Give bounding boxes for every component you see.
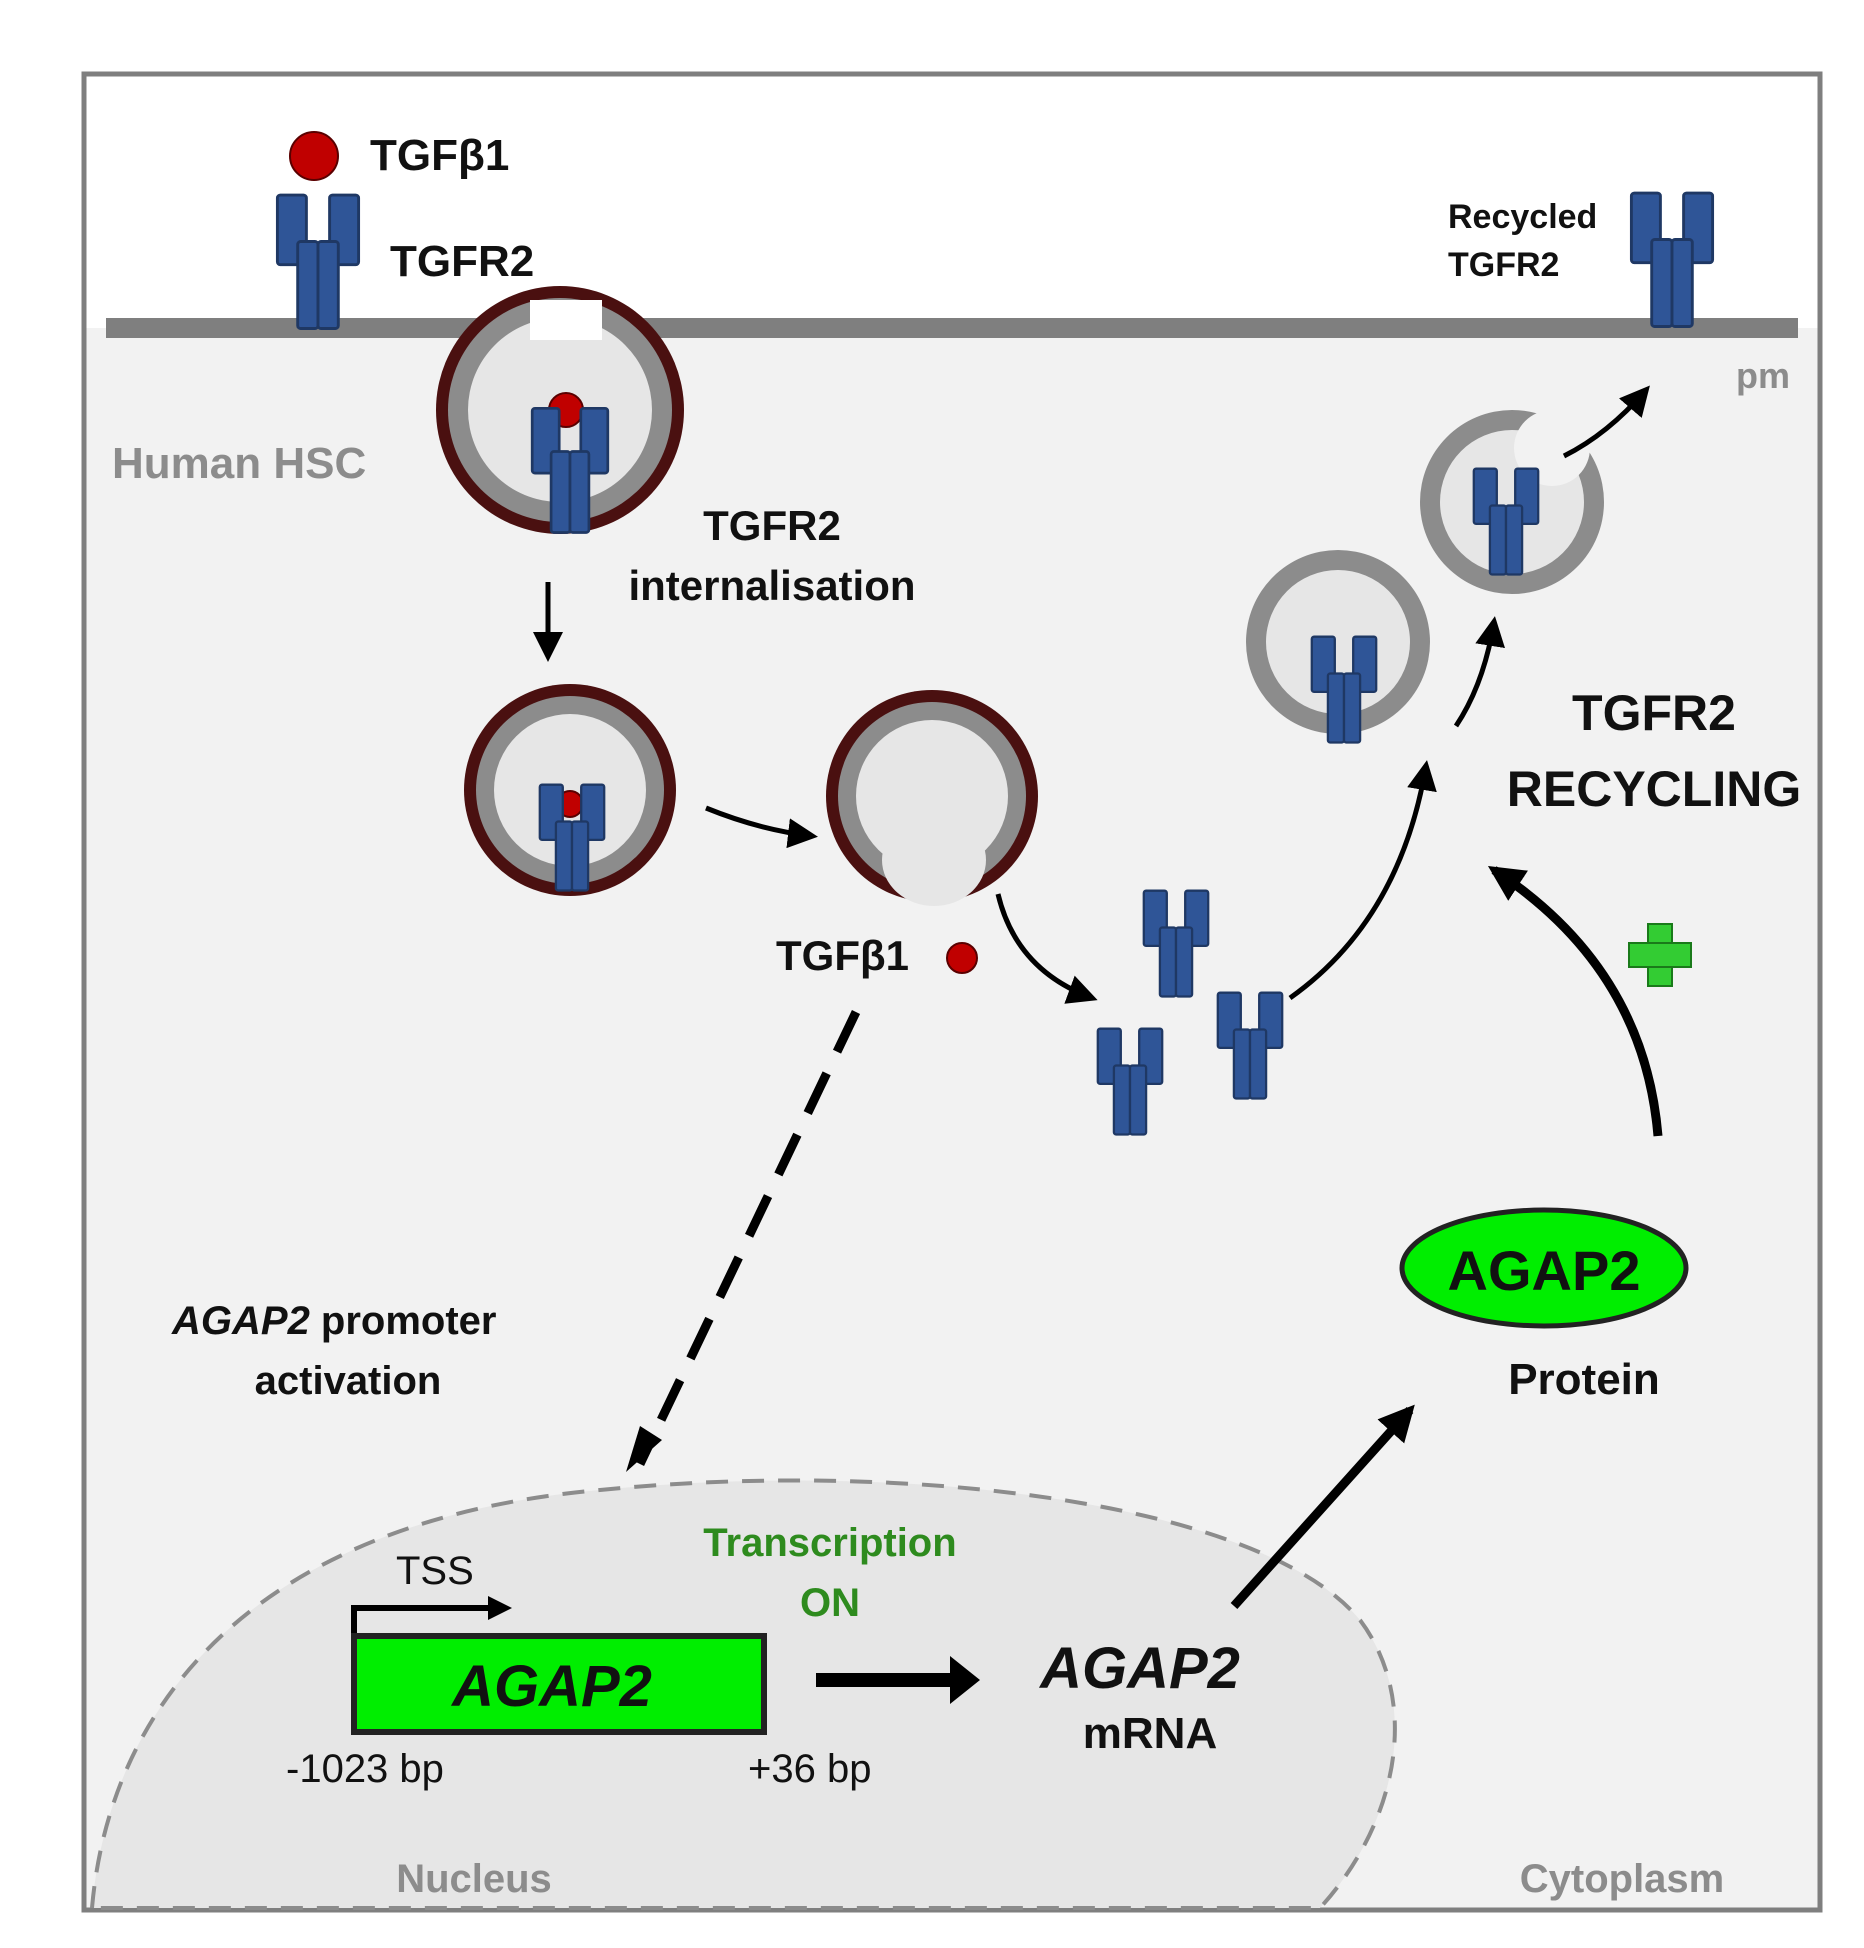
label-cytoplasm: Cytoplasm <box>1520 1857 1725 1901</box>
label-bp-end: +36 bp <box>748 1747 871 1791</box>
label-promoter-2: activation <box>255 1359 442 1403</box>
label-agap2-gene: AGAP2 <box>450 1654 652 1719</box>
label-transcription-2: ON <box>800 1581 860 1625</box>
tgfr2-receptor-recycled <box>1629 191 1715 328</box>
agap2-gene-box <box>351 1633 767 1735</box>
opening-endosome <box>826 690 1038 906</box>
label-bp-start: -1023 bp <box>286 1747 444 1791</box>
arrow-transcription-head <box>950 1656 980 1704</box>
label-promoter-gene: AGAP2 <box>171 1299 310 1343</box>
label-internalisation-2: internalisation <box>628 562 915 609</box>
tgfb1-ligand-top <box>289 131 339 181</box>
label-tgfb1-top: TGFβ1 <box>370 131 509 180</box>
cell-frame <box>81 71 1823 1913</box>
arrow-endosome-to-release <box>705 805 818 849</box>
label-tss: TSS <box>396 1549 474 1593</box>
tgfb1-ligand-released <box>946 942 978 974</box>
label-recycling-1: TGFR2 <box>1572 685 1736 741</box>
tss-arrow-head <box>488 1596 512 1620</box>
label-protein: Protein <box>1508 1355 1660 1404</box>
label-promoter-rest: promoter <box>310 1299 497 1343</box>
arrow-promoter-activation-dashed <box>635 1010 861 1466</box>
label-recycling-2: RECYCLING <box>1507 761 1801 817</box>
recycling-vesicle-2 <box>1420 410 1604 594</box>
arrow-agap2-promotes-recycling <box>1487 866 1663 1137</box>
arrow-promoter-activation-head <box>626 1426 662 1472</box>
label-tgfr2-top: TGFR2 <box>390 237 534 286</box>
tgfr2-receptor-top <box>275 193 361 330</box>
arrow-recycling-up <box>1288 760 1437 1001</box>
label-mrna: mRNA <box>1083 1709 1217 1758</box>
agap2-protein-ellipse <box>1399 1207 1689 1329</box>
arrow-vesicle-to-vesicle <box>1453 616 1505 728</box>
label-transcription-1: Transcription <box>703 1521 956 1565</box>
label-internalisation-1: TGFR2 <box>703 502 841 549</box>
label-nucleus: Nucleus <box>396 1857 552 1901</box>
arrow-release-receptors <box>995 893 1098 1004</box>
label-tgfb1-released: TGFβ1 <box>776 932 909 979</box>
arrow-to-membrane <box>1562 385 1650 459</box>
arrow-translation <box>1230 1404 1415 1610</box>
plus-icon <box>1628 923 1692 987</box>
label-human-hsc: Human HSC <box>112 439 366 488</box>
plasma-membrane-right <box>602 318 1798 338</box>
label-recycled-1: Recycled <box>1448 198 1597 236</box>
label-recycled-2: TGFR2 <box>1448 246 1559 284</box>
label-mrna-gene: AGAP2 <box>1038 1636 1240 1701</box>
label-agap2-protein: AGAP2 <box>1448 1239 1641 1302</box>
label-pm: pm <box>1736 355 1790 396</box>
label-promoter-1: AGAP2 promoter <box>171 1299 497 1343</box>
